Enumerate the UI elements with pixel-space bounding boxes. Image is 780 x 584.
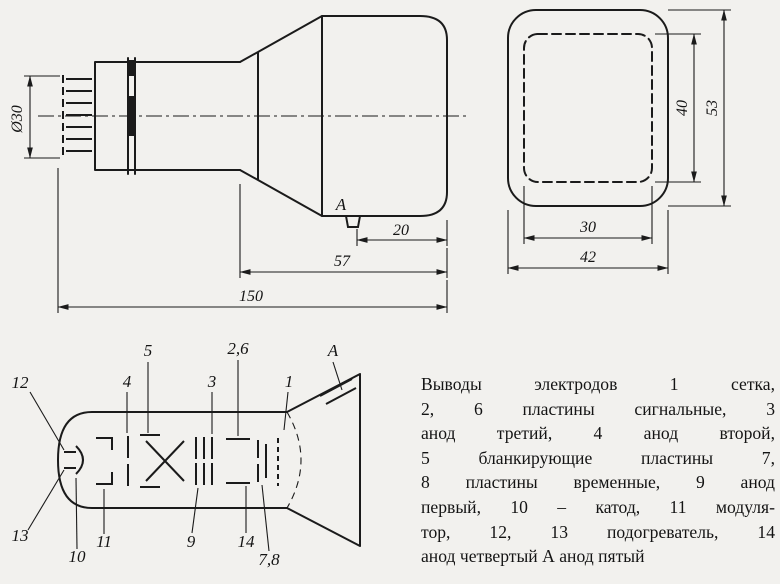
- callout-5: 5: [144, 341, 153, 360]
- schematic-body: [56, 411, 288, 509]
- legend-line: 2, 6 пластины сигнальные, 3: [421, 398, 775, 419]
- svg-text:40: 40: [674, 100, 691, 116]
- screen-inner: [523, 33, 653, 183]
- dim-20: 20: [356, 220, 448, 246]
- svg-text:150: 150: [239, 288, 263, 305]
- callout-3: 3: [207, 372, 217, 391]
- front-view: 40 53 30 42: [507, 9, 731, 274]
- callout-2-6: 2,6: [227, 339, 249, 358]
- cathode: [75, 445, 84, 475]
- callout-13: 13: [12, 526, 29, 545]
- legend-line: 5 бланкирующие пластины 7,: [421, 447, 775, 468]
- tube-cone: [239, 15, 323, 217]
- svg-text:42: 42: [580, 249, 596, 266]
- anode-bump: [345, 215, 361, 228]
- dim-diameter: Ø30: [9, 75, 60, 159]
- svg-text:Ø30: Ø30: [9, 105, 26, 134]
- time-plates: [257, 440, 267, 482]
- electrode-schematic: 12 13 10 11 5 4 3 2,6 9 14 1 7,8 А: [12, 339, 361, 569]
- dim-30: 30: [523, 186, 653, 244]
- electrode-legend: Выводы электродов 1 сетка, 2, 6 пластины…: [421, 372, 775, 569]
- anode-bars: [195, 437, 213, 485]
- tube-bell: [321, 15, 448, 217]
- deflection-cross: [145, 440, 185, 482]
- legend-line: Выводы электродов 1 сетка,: [421, 374, 775, 394]
- callout-1: 1: [285, 372, 294, 391]
- legend-line: тор, 12, 13 подогреватель, 14: [421, 521, 775, 542]
- grid-arc: [286, 411, 302, 509]
- svg-text:53: 53: [704, 100, 721, 116]
- legend-line: анод четвертый А анод пятый: [421, 546, 645, 567]
- tube-neck: [94, 61, 241, 171]
- callout-11: 11: [96, 532, 112, 551]
- svg-text:57: 57: [334, 253, 351, 270]
- base-band: [127, 57, 136, 175]
- anode-label: А: [335, 195, 347, 214]
- base-pins: [62, 75, 92, 155]
- callout-12: 12: [12, 373, 30, 392]
- screen-outer: [507, 9, 669, 207]
- heater: [64, 451, 76, 469]
- svg-text:30: 30: [579, 219, 596, 236]
- dim-57: 57: [239, 184, 448, 278]
- callout-14: 14: [238, 532, 256, 551]
- signal-plates: [226, 438, 250, 484]
- callout-a: А: [327, 341, 339, 360]
- callout-10: 10: [69, 547, 87, 566]
- legend-line: анод третий, 4 анод второй,: [421, 423, 775, 444]
- dim-42: 42: [507, 210, 669, 274]
- dim-53: 53: [668, 9, 731, 207]
- legend-line: первый, 10 – катод, 11 модуля-: [421, 496, 775, 517]
- blanking-plates: [140, 434, 160, 488]
- callout-7-8: 7,8: [258, 550, 280, 569]
- side-view: А Ø30 20 57 150: [9, 15, 468, 313]
- modulator: [96, 437, 113, 485]
- dim-40: 40: [655, 33, 701, 183]
- legend-line: 8 пластины временные, 9 анод: [421, 472, 775, 493]
- svg-text:20: 20: [393, 222, 409, 239]
- anode-coating: [319, 378, 357, 405]
- dim-150: 150: [57, 168, 448, 313]
- callout-9: 9: [187, 532, 196, 551]
- callout-4: 4: [123, 372, 132, 391]
- schematic-funnel: [286, 373, 361, 547]
- leader-lines: [27, 360, 343, 552]
